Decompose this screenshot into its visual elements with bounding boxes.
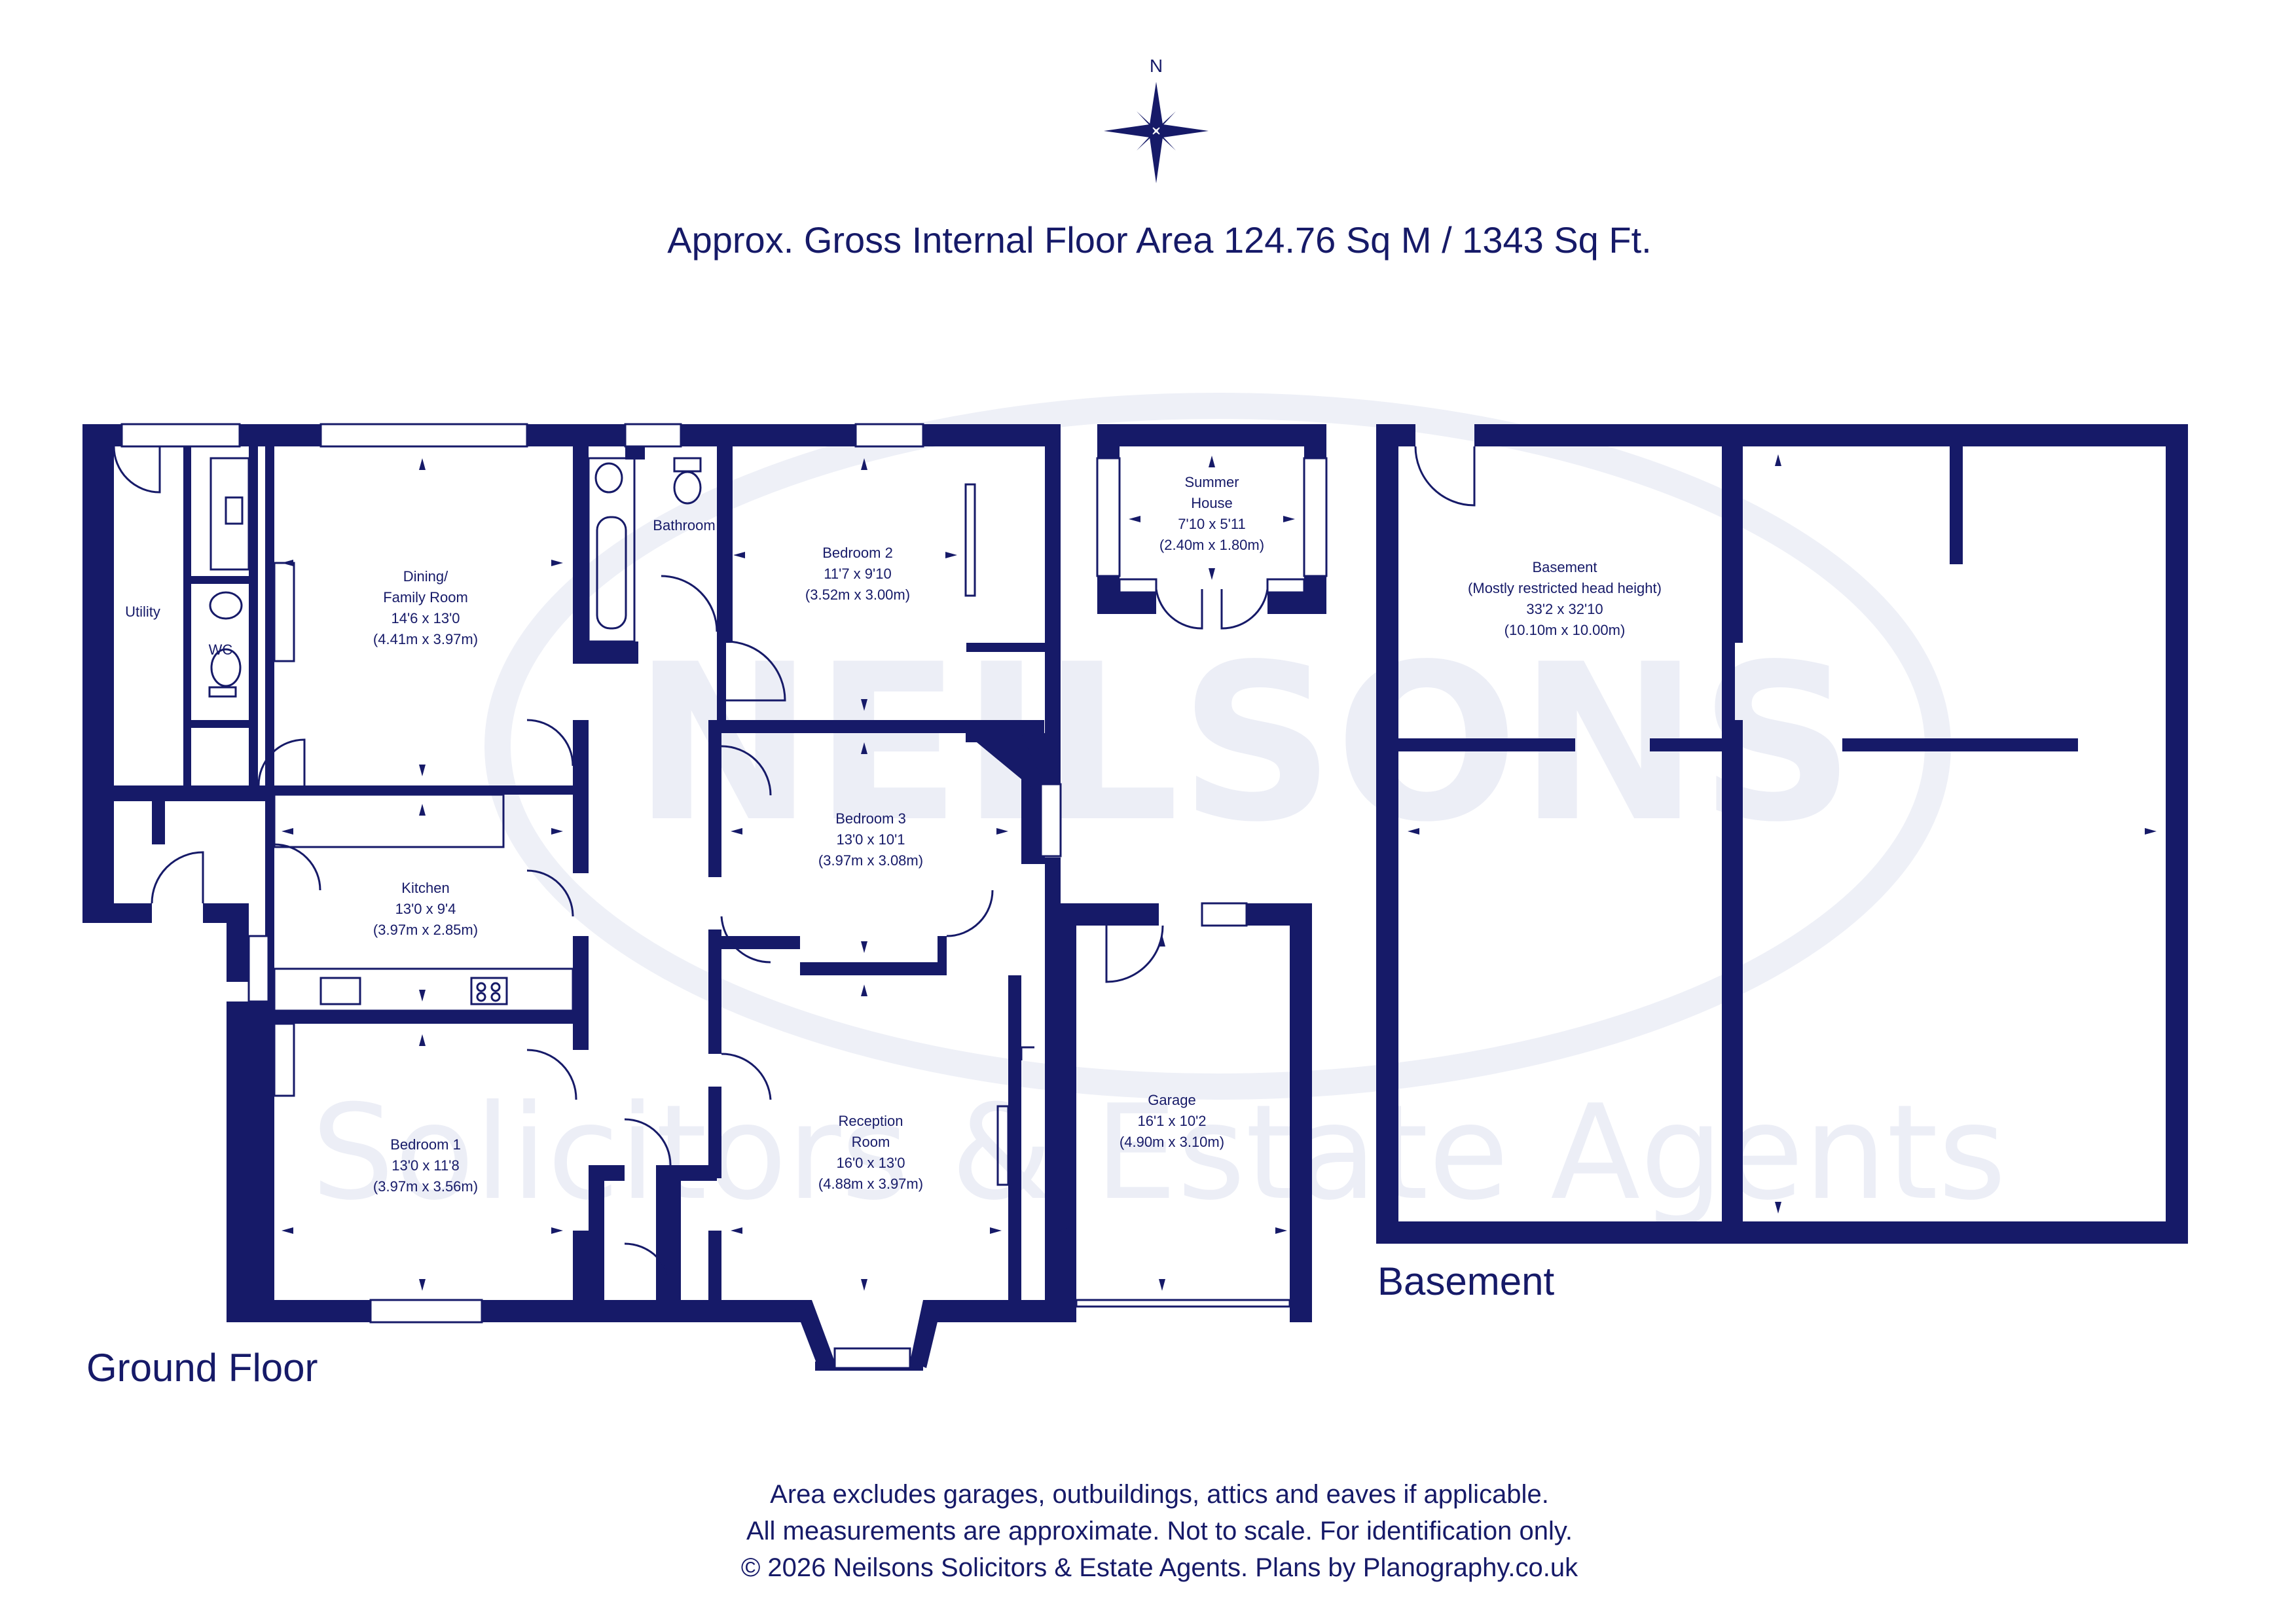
footer-notes: Area excludes garages, outbuildings, att… [741, 1480, 1578, 1582]
basement-dim-metric: (10.10m x 10.00m) [1504, 622, 1626, 638]
bedroom3-dim-imperial: 13'0 x 10'1 [836, 831, 905, 848]
kitchen-dim-imperial: 13'0 x 9'4 [395, 901, 456, 917]
summer-house-label-1: Summer [1184, 474, 1239, 490]
wc-label: WC [209, 641, 233, 658]
garage-plan: Garage 16'1 x 10'2 (4.90m x 3.10m) [1045, 902, 1312, 1322]
north-label: N [1150, 56, 1163, 76]
basement-note: (Mostly restricted head height) [1468, 580, 1662, 596]
summer-house-dim-imperial: 7'10 x 5'11 [1178, 516, 1245, 532]
bedroom1-label: Bedroom 1 [390, 1136, 461, 1153]
utility-label: Utility [125, 604, 160, 620]
reception-dim-imperial: 16'0 x 13'0 [836, 1155, 905, 1171]
garage-dim-imperial: 16'1 x 10'2 [1137, 1113, 1206, 1129]
kitchen-dim-metric: (3.97m x 2.85m) [373, 922, 478, 938]
ground-floor-plan: Utility WC Bathroom Dining/ Family Room … [82, 423, 1076, 1390]
basement-label: Basement [1532, 559, 1597, 575]
garage-dim-metric: (4.90m x 3.10m) [1120, 1134, 1224, 1150]
bedroom2-dim-metric: (3.52m x 3.00m) [805, 586, 910, 603]
dining-room-label-2: Family Room [383, 589, 468, 605]
footer-line-2: All measurements are approximate. Not to… [746, 1517, 1573, 1545]
basement-floor-label: Basement [1377, 1259, 1554, 1303]
basement-dim-imperial: 33'2 x 32'10 [1526, 601, 1603, 617]
ground-floor-label: Ground Floor [86, 1346, 318, 1390]
footer-line-3: © 2026 Neilsons Solicitors & Estate Agen… [741, 1553, 1578, 1582]
dining-room-dim-imperial: 14'6 x 13'0 [391, 610, 460, 626]
basement-plan: Basement (Mostly restricted head height)… [1376, 424, 2188, 1303]
summer-house-label-2: House [1191, 495, 1233, 511]
kitchen-label: Kitchen [401, 880, 449, 896]
bedroom3-dim-metric: (3.97m x 3.08m) [818, 852, 923, 869]
floor-area-title: Approx. Gross Internal Floor Area 124.76… [667, 219, 1651, 261]
dimension-arrows [282, 458, 1008, 1291]
reception-label-1: Reception [838, 1113, 903, 1129]
summer-house-plan: Summer House 7'10 x 5'11 (2.40m x 1.80m) [1096, 424, 1328, 630]
dining-room-label-1: Dining/ [403, 568, 448, 585]
bedroom2-label: Bedroom 2 [822, 545, 893, 561]
summer-house-dim-metric: (2.40m x 1.80m) [1159, 537, 1264, 553]
garage-label: Garage [1148, 1092, 1195, 1108]
reception-dim-metric: (4.88m x 3.97m) [818, 1176, 923, 1192]
bedroom1-dim-metric: (3.97m x 3.56m) [373, 1178, 478, 1195]
bedroom3-label: Bedroom 3 [835, 810, 906, 827]
bedroom1-dim-imperial: 13'0 x 11'8 [392, 1157, 459, 1174]
footer-line-1: Area excludes garages, outbuildings, att… [770, 1480, 1549, 1509]
dining-room-dim-metric: (4.41m x 3.97m) [373, 631, 478, 647]
reception-label-2: Room [852, 1134, 890, 1150]
bathroom-label: Bathroom [653, 517, 715, 533]
bedroom2-dim-imperial: 11'7 x 9'10 [824, 566, 891, 582]
compass-rose-icon: N [1104, 56, 1209, 183]
